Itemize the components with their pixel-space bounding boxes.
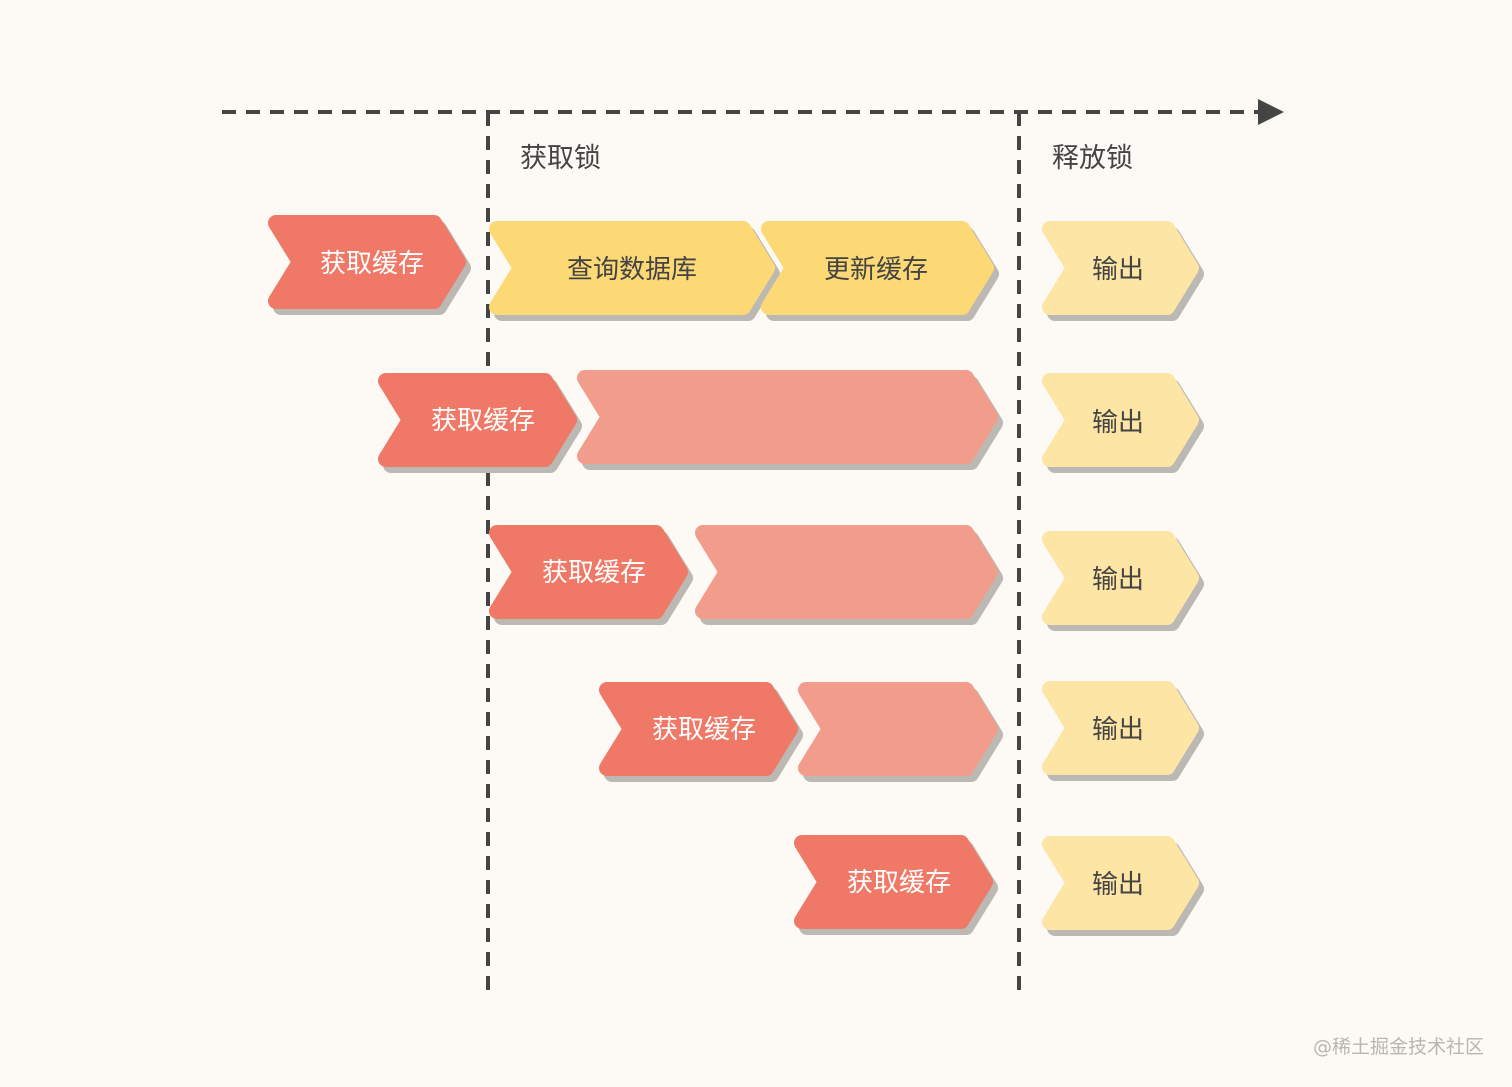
row-2-wait-shape	[577, 370, 998, 464]
row-1-query-db-label: 查询数据库	[567, 255, 697, 285]
row-4-get-cache-label: 获取缓存	[652, 715, 756, 745]
row-3-output-label: 输出	[1092, 565, 1144, 595]
row-5-get-cache-label: 获取缓存	[847, 868, 951, 898]
row-1-update-cache-shape	[761, 221, 994, 315]
acquire-lock-label: 获取锁	[520, 143, 601, 174]
release-lock-label: 释放锁	[1052, 143, 1133, 174]
row-2-output-shape	[1042, 373, 1199, 467]
row-4-output-label: 输出	[1092, 715, 1144, 745]
row-1-query-db-shape	[489, 221, 775, 315]
row-3-get-cache-label: 获取缓存	[542, 558, 646, 588]
row-2-get-cache-label: 获取缓存	[431, 406, 535, 436]
row-4-output-shape	[1042, 681, 1199, 775]
row-1-output-label: 输出	[1092, 255, 1144, 285]
row-1-get-cache-label: 获取缓存	[320, 249, 424, 279]
row-4-get-cache-shape	[599, 682, 798, 776]
row-2-get-cache-shape	[378, 373, 577, 467]
row-1-output-shape	[1042, 221, 1199, 315]
row-5-get-cache-shape	[794, 835, 993, 929]
row-2: 获取缓存 输出	[378, 370, 1204, 473]
row-5-output-shape	[1042, 836, 1199, 930]
row-5: 获取缓存 输出	[794, 835, 1204, 936]
row-3-output-shape	[1042, 531, 1199, 625]
timeline-arrowhead	[1258, 99, 1284, 125]
row-3-get-cache-shape	[489, 525, 688, 619]
watermark: @稀土掘金技术社区	[1312, 1036, 1484, 1058]
row-5-output-label: 输出	[1092, 870, 1144, 900]
row-2-output-label: 输出	[1092, 408, 1144, 438]
row-1-update-cache-label: 更新缓存	[824, 255, 928, 285]
row-1-get-cache-shape	[268, 215, 466, 309]
row-3-wait-shape	[695, 525, 998, 619]
row-3: 获取缓存 输出	[489, 525, 1204, 631]
row-4: 获取缓存 输出	[599, 681, 1204, 782]
row-1: 获取缓存 查询数据库 更新缓存 输出	[268, 215, 1204, 321]
row-4-wait-shape	[798, 682, 998, 776]
